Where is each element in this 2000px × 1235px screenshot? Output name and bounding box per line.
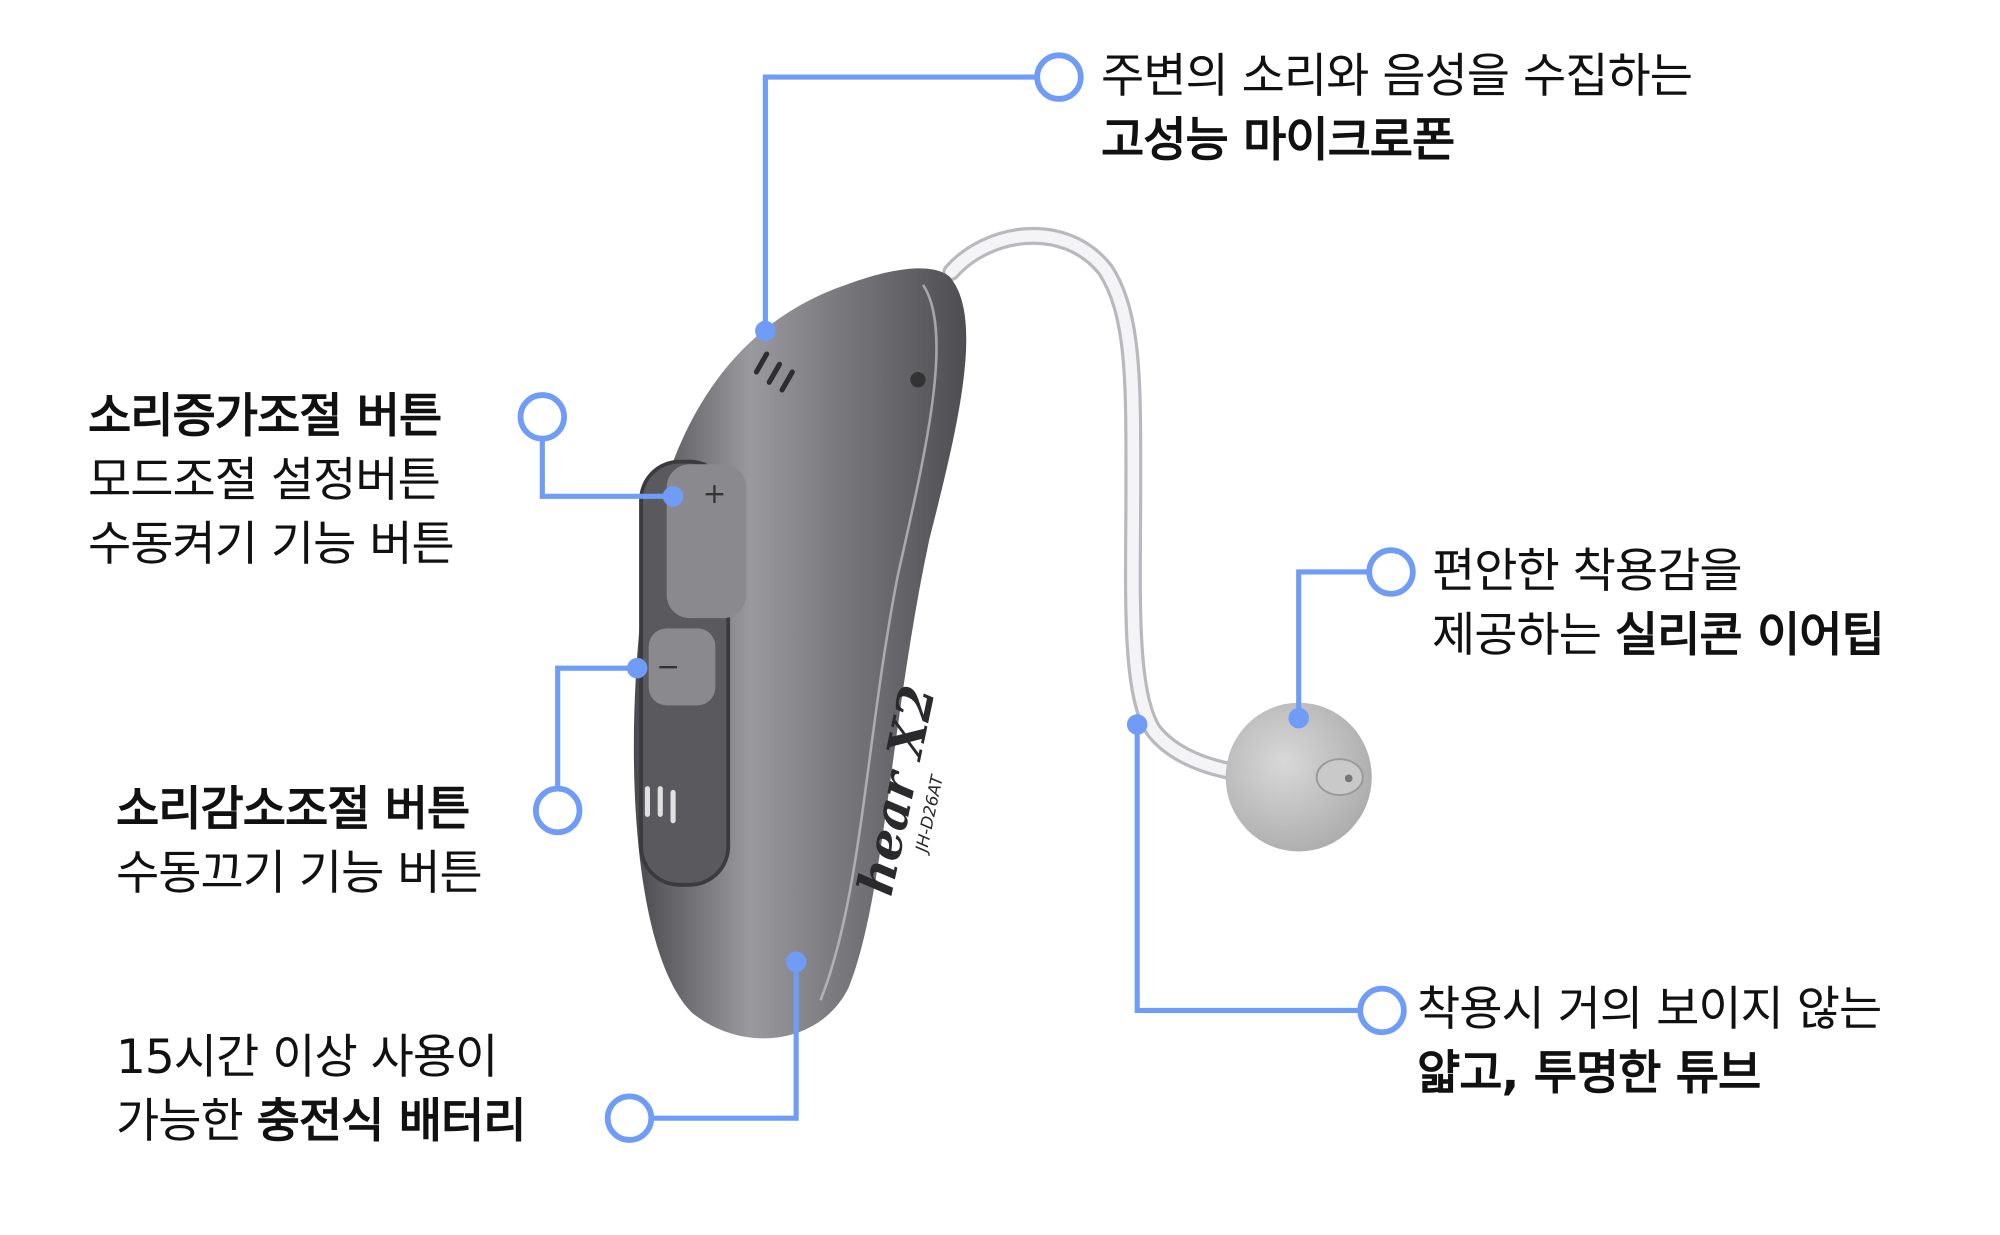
volume-down-button (648, 628, 716, 706)
tube-callout-ring-icon (1357, 985, 1407, 1036)
eartip-leader-line (1296, 569, 1370, 719)
hearing-aid-body: + − hear X2 JH-D26AT (633, 268, 967, 1039)
volume-up-callout-ring-icon (517, 392, 567, 442)
volume-up-dot-icon (662, 486, 684, 507)
tube-leader-line (1134, 724, 1361, 1014)
svg-text:−: − (656, 650, 680, 683)
volume-down-dot-icon (626, 657, 648, 679)
volume-down-leader-line (555, 665, 638, 789)
volume-up-button (666, 464, 747, 619)
eartip-label: 편안한 착용감을 제공하는 실리콘 이어팁 (1432, 544, 1885, 663)
microphone-callout-ring-icon (1034, 52, 1084, 102)
battery-leader-line (651, 961, 799, 1121)
eartip-callout-ring-icon (1366, 547, 1416, 597)
microphone-dot-icon (755, 320, 776, 342)
silicone-eartip (1225, 702, 1372, 852)
battery-callout-ring-icon (604, 1093, 655, 1143)
volume-down-callout-ring-icon (533, 785, 583, 836)
transparent-tube (942, 226, 1292, 785)
volume-up-label: 소리증가조절 버튼 모드조절 설정버튼 수동켜기 기능 버튼 (88, 389, 455, 572)
tube-dot-icon (1126, 714, 1148, 735)
eartip-dot-icon (1288, 707, 1309, 729)
svg-text:+: + (703, 477, 727, 510)
tube-label: 착용시 거의 보이지 않는 얇고, 투명한 튜브 (1417, 982, 1882, 1101)
microphone-label: 주변의 소리와 음성을 수집하는 고성능 마이크로폰 (1101, 49, 1693, 168)
volume-down-label: 소리감소조절 버튼 수동끄기 기능 버튼 (116, 782, 483, 901)
battery-dot-icon (785, 951, 807, 972)
volume-up-leader-line (539, 438, 674, 499)
battery-label: 15시간 이상 사용이 가능한 충전식 배터리 (116, 1030, 526, 1149)
microphone-leader-line (762, 74, 1038, 331)
